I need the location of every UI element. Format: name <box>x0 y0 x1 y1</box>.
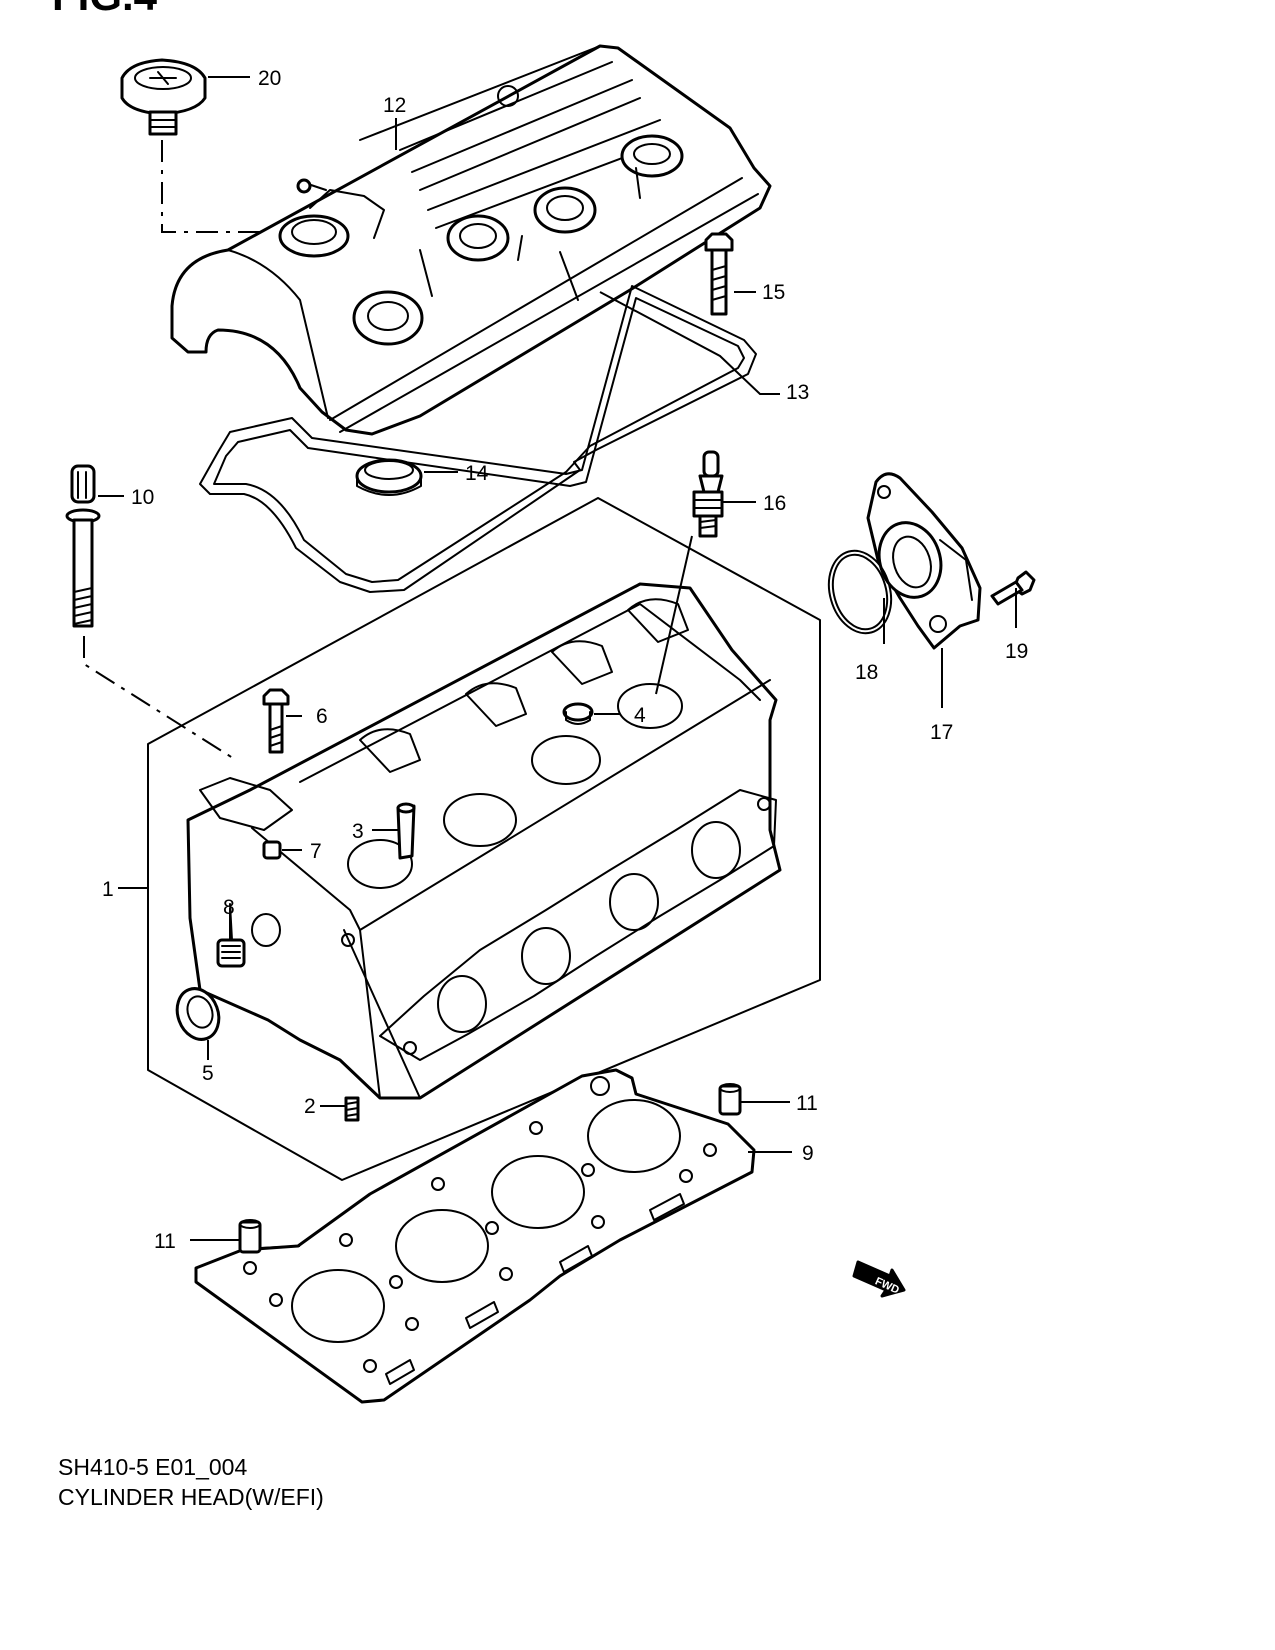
head-cover-bolt-part <box>704 232 734 316</box>
callout-5: 5 <box>202 1062 214 1085</box>
guide-pipe-part <box>396 802 416 860</box>
oil-seal-part <box>355 458 423 496</box>
cylinder-head-part <box>186 582 782 1100</box>
figure-caption: CYLINDER HEAD(W/EFI) <box>58 1484 324 1510</box>
callout-17: 17 <box>930 721 953 744</box>
spark-plug-part <box>692 450 724 538</box>
o-ring-part <box>827 549 893 635</box>
figure-title: FIG.4 <box>52 0 157 20</box>
plug-part <box>562 702 594 725</box>
callout-10: 10 <box>131 486 154 509</box>
dowel-pin-upper-part <box>718 1083 742 1116</box>
callout-1: 1 <box>102 878 114 901</box>
callout-8: 8 <box>223 896 235 919</box>
figure-code: SH410-5 E01_004 <box>58 1454 248 1480</box>
stud-part <box>344 1096 360 1122</box>
callout-19: 19 <box>1005 640 1028 663</box>
callout-11-lower: 11 <box>154 1230 176 1253</box>
callout-20: 20 <box>258 67 281 90</box>
cylinder-head-gasket-part <box>194 1068 756 1404</box>
plug-7-part <box>262 840 282 860</box>
callout-9: 9 <box>802 1142 814 1165</box>
cylinder-head-assembly-box <box>147 497 821 1181</box>
distributor-case-part <box>866 472 982 650</box>
bolt-6-part <box>262 688 290 754</box>
head-bolt-alignment-line <box>83 636 237 761</box>
callout-6: 6 <box>316 705 328 728</box>
callout-2: 2 <box>304 1095 316 1118</box>
leader-lines <box>98 76 1017 1249</box>
head-cover-gasket-part <box>199 285 757 593</box>
callout-labels: 20 12 15 13 14 10 16 19 18 6 4 17 3 7 1 … <box>102 67 1028 1253</box>
callout-13: 13 <box>786 381 809 404</box>
callout-16: 16 <box>763 492 786 515</box>
callout-7: 7 <box>310 840 322 863</box>
callout-14: 14 <box>465 462 489 485</box>
callout-12: 12 <box>383 94 406 117</box>
camshaft-oil-seal-part <box>175 987 221 1041</box>
head-bolt-part <box>65 464 101 628</box>
oil-filler-cap-part <box>120 58 207 136</box>
callout-15: 15 <box>762 281 785 304</box>
callout-18: 18 <box>855 661 878 684</box>
callout-3: 3 <box>352 820 364 843</box>
callout-11-upper: 11 <box>796 1092 818 1115</box>
distributor-bolt-part <box>990 570 1036 606</box>
forward-direction-arrow: FWD <box>852 1260 906 1298</box>
callout-4: 4 <box>634 704 646 727</box>
cylinder-head-cover-part <box>170 44 772 436</box>
dowel-pin-lower-part <box>238 1219 262 1254</box>
